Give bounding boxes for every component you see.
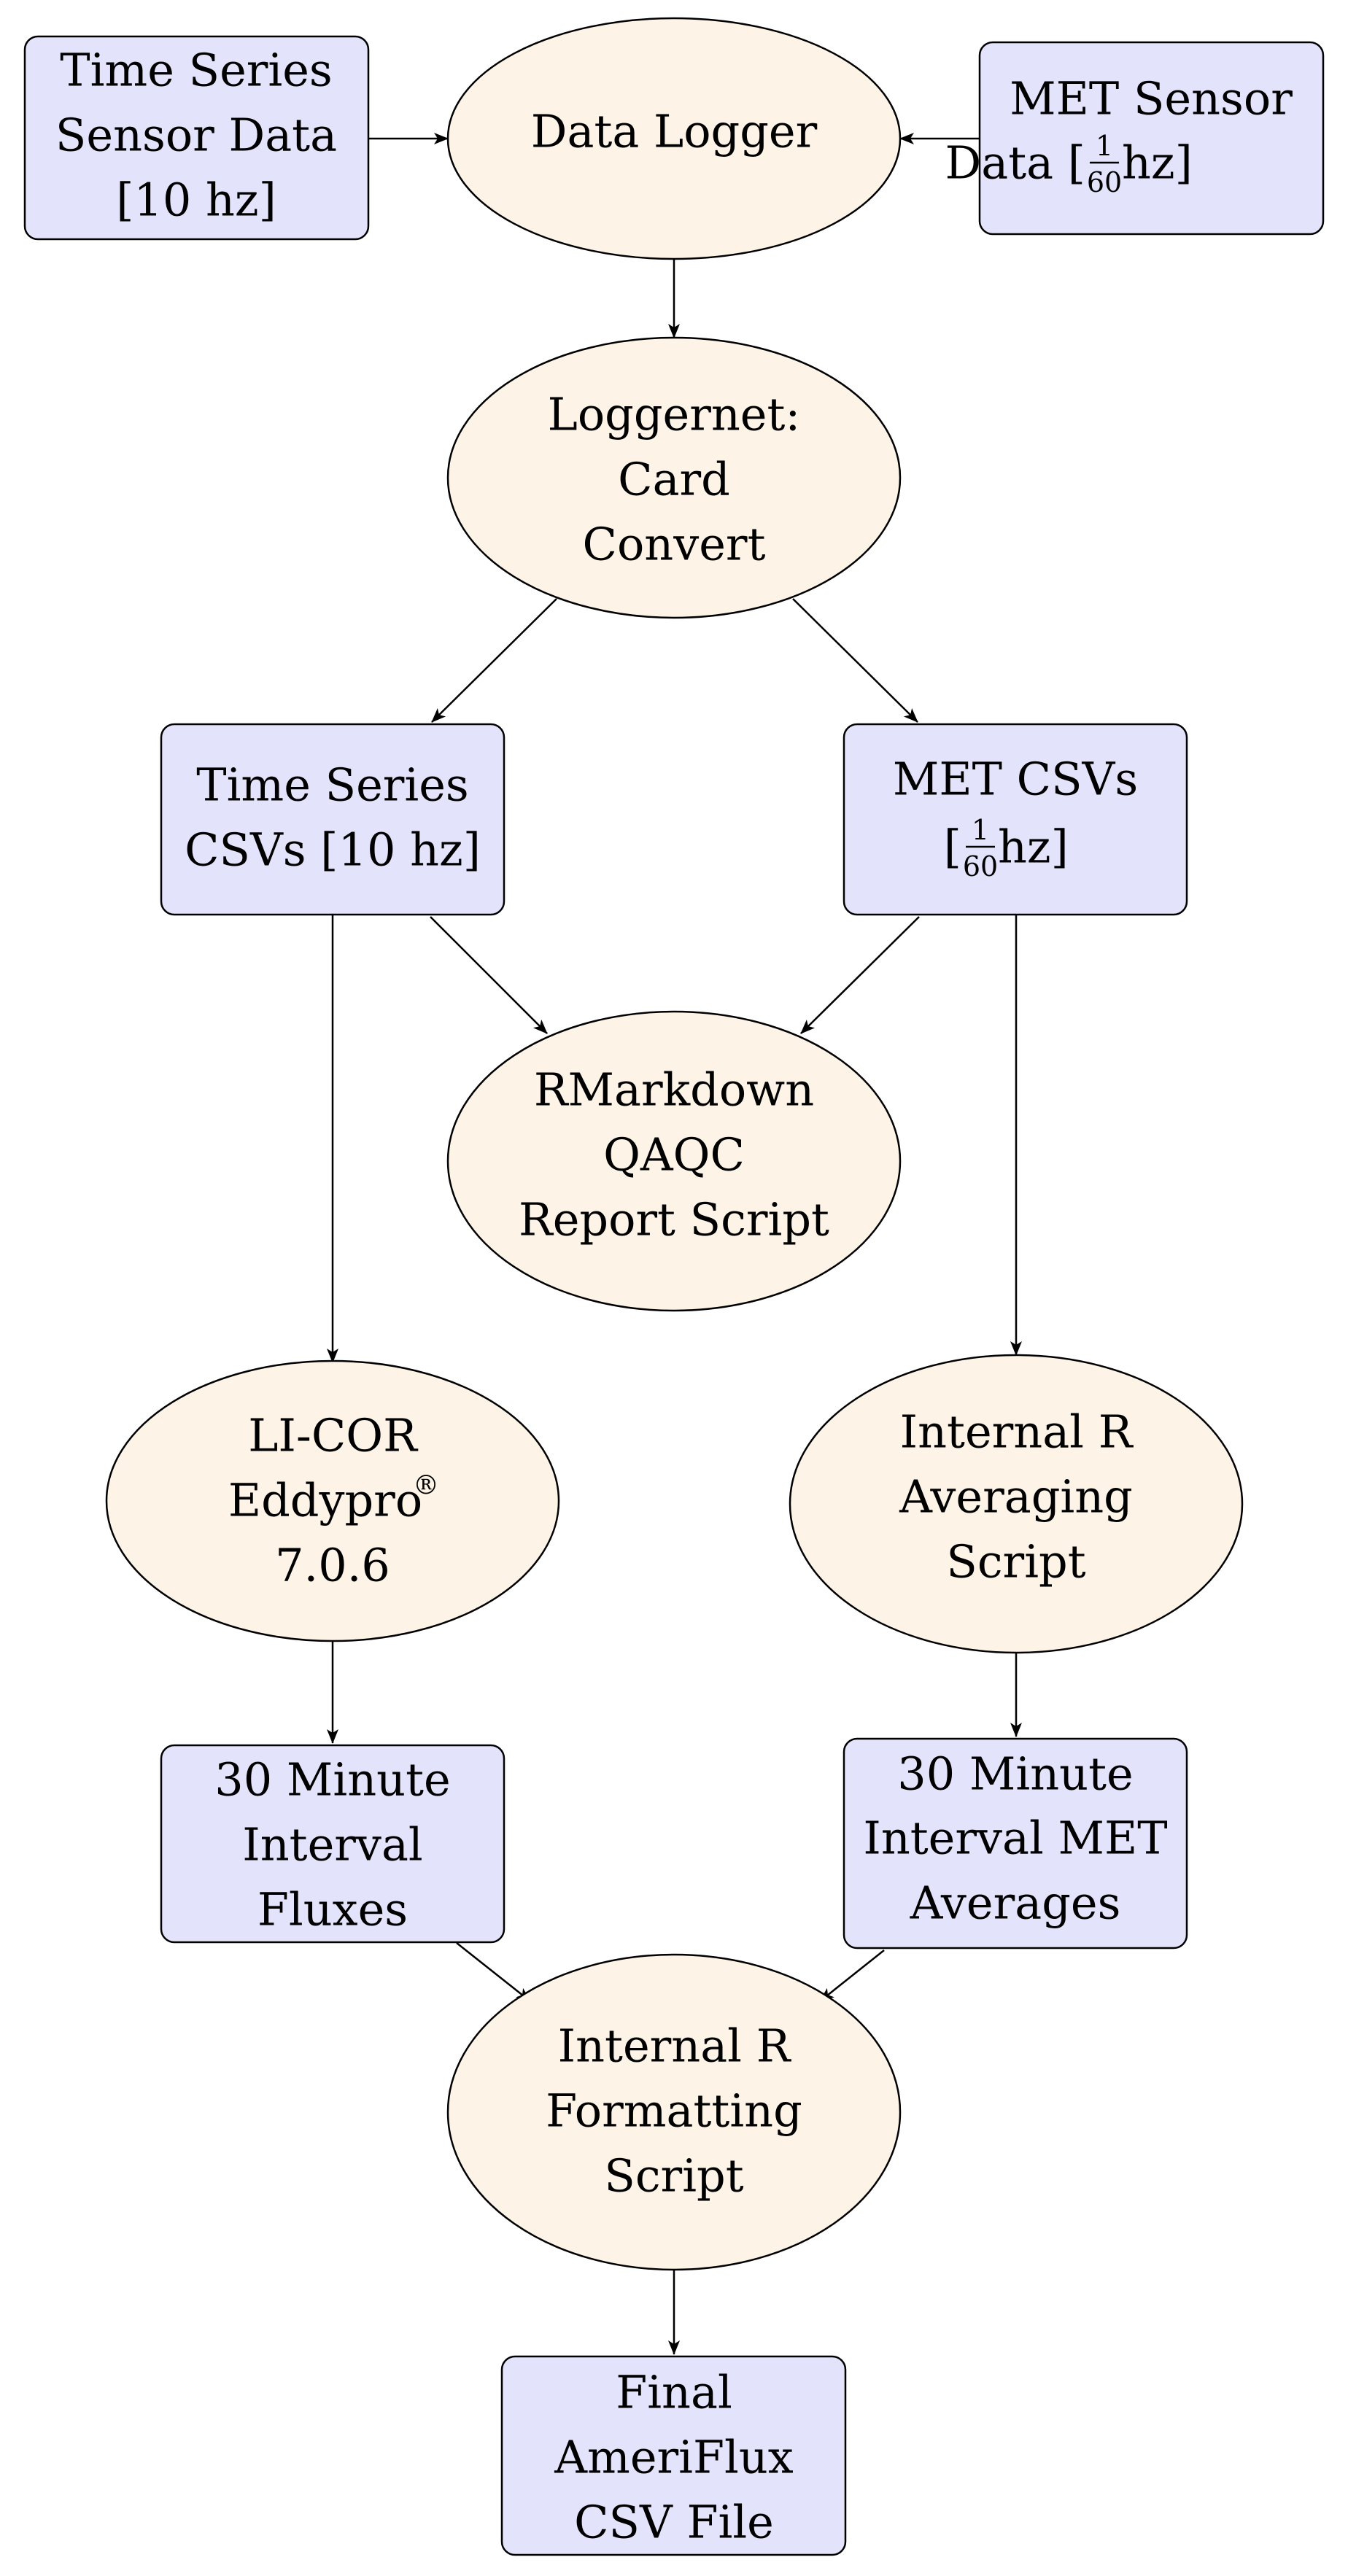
node-label-line: Script	[946, 1535, 1085, 1588]
node-label-line: Interval MET	[863, 1812, 1167, 1865]
node-met-sensor-data: MET Sensor Data [ 1 60 hz]	[945, 41, 1325, 236]
node-label-line: Eddypro	[228, 1474, 422, 1527]
node-label-line: Fluxes	[257, 1883, 408, 1936]
node-label-line: MET CSVs	[893, 753, 1138, 806]
node-label-line: CSV File	[574, 2496, 774, 2549]
fraction-denominator: 60	[963, 850, 998, 882]
node-label-suffix: hz]	[1122, 136, 1193, 190]
node-label-line: Averages	[910, 1877, 1121, 1930]
node-30-minute-met-averages: 30 Minute Interval MET Averages	[842, 1737, 1188, 1950]
node-rmarkdown-qaqc: RMarkdown QAQC Report Script	[446, 1010, 902, 1312]
node-label-line: Averaging	[899, 1470, 1133, 1524]
fraction-numerator: 1	[1096, 130, 1113, 162]
node-30-minute-fluxes: 30 Minute Interval Fluxes	[160, 1744, 506, 1944]
node-label-line: CSVs [10 hz]	[185, 823, 481, 877]
node-final-ameriflux-csv: Final AmeriFlux CSV File	[500, 2355, 847, 2556]
node-label-line: Convert	[583, 518, 766, 571]
node-label-line: Script	[604, 2149, 743, 2203]
node-met-csvs: MET CSVs [ 1 60 hz]	[842, 723, 1188, 916]
node-loggernet: Loggernet: Card Convert	[446, 336, 902, 619]
node-licor-eddypro: LI-COR Eddypro ® 7.0.6	[105, 1359, 560, 1642]
node-label-line: Internal R	[558, 2020, 792, 2073]
edge-loggernet-to-met-csvs	[792, 598, 918, 723]
node-label-line: Interval	[242, 1818, 423, 1871]
node-label-line: Report Script	[519, 1193, 829, 1246]
node-time-series-sensor-data: Time Series Sensor Data [10 hz]	[23, 35, 370, 241]
node-label-line: Final	[616, 2366, 732, 2419]
registered-trademark-symbol: ®	[413, 1471, 439, 1501]
node-label-line: Loggernet:	[548, 388, 801, 441]
node-label-line: Sensor Data	[55, 109, 337, 162]
node-label-suffix: hz]	[998, 820, 1069, 874]
node-label-line: 30 Minute	[897, 1747, 1133, 1801]
node-label-line: Data Logger	[531, 105, 818, 158]
node-label-line: QAQC	[603, 1128, 745, 1182]
fraction-numerator: 1	[972, 814, 989, 846]
edge-fluxes-to-internal-r-fmt	[456, 1942, 531, 2002]
node-label-line: AmeriFlux	[554, 2431, 794, 2484]
edge-loggernet-to-time-series-csvs	[431, 598, 557, 723]
node-label-line: Formatting	[546, 2084, 802, 2138]
node-label-line: 30 Minute	[214, 1753, 450, 1807]
node-label-line: [10 hz]	[116, 174, 276, 227]
node-label-prefix: Data [	[945, 136, 1085, 190]
node-data-logger: Data Logger	[446, 17, 902, 260]
node-internal-r-averaging: Internal R Averaging Script	[789, 1354, 1244, 1654]
node-label-line: Time Series	[60, 44, 333, 97]
node-label-prefix: [	[944, 820, 961, 874]
node-internal-r-formatting: Internal R Formatting Script	[446, 1953, 902, 2271]
node-time-series-csvs: Time Series CSVs [10 hz]	[160, 723, 506, 916]
node-label-line: Time Series	[196, 759, 469, 812]
fraction-denominator: 60	[1087, 166, 1122, 198]
edge-met-csvs-to-rmarkdown	[800, 916, 920, 1034]
edge-time-series-csvs-to-rmarkdown	[430, 916, 548, 1034]
node-label-line: Card	[618, 453, 730, 506]
node-label-line: RMarkdown	[534, 1063, 814, 1117]
node-label-line: 7.0.6	[275, 1539, 390, 1592]
edge-met-averages-to-internal-r-fmt	[819, 1950, 885, 2002]
node-label-line: LI-COR	[248, 1409, 419, 1462]
node-label-line: Internal R	[900, 1405, 1134, 1459]
edges	[327, 133, 1022, 2355]
node-label-line: MET Sensor	[1010, 72, 1293, 125]
